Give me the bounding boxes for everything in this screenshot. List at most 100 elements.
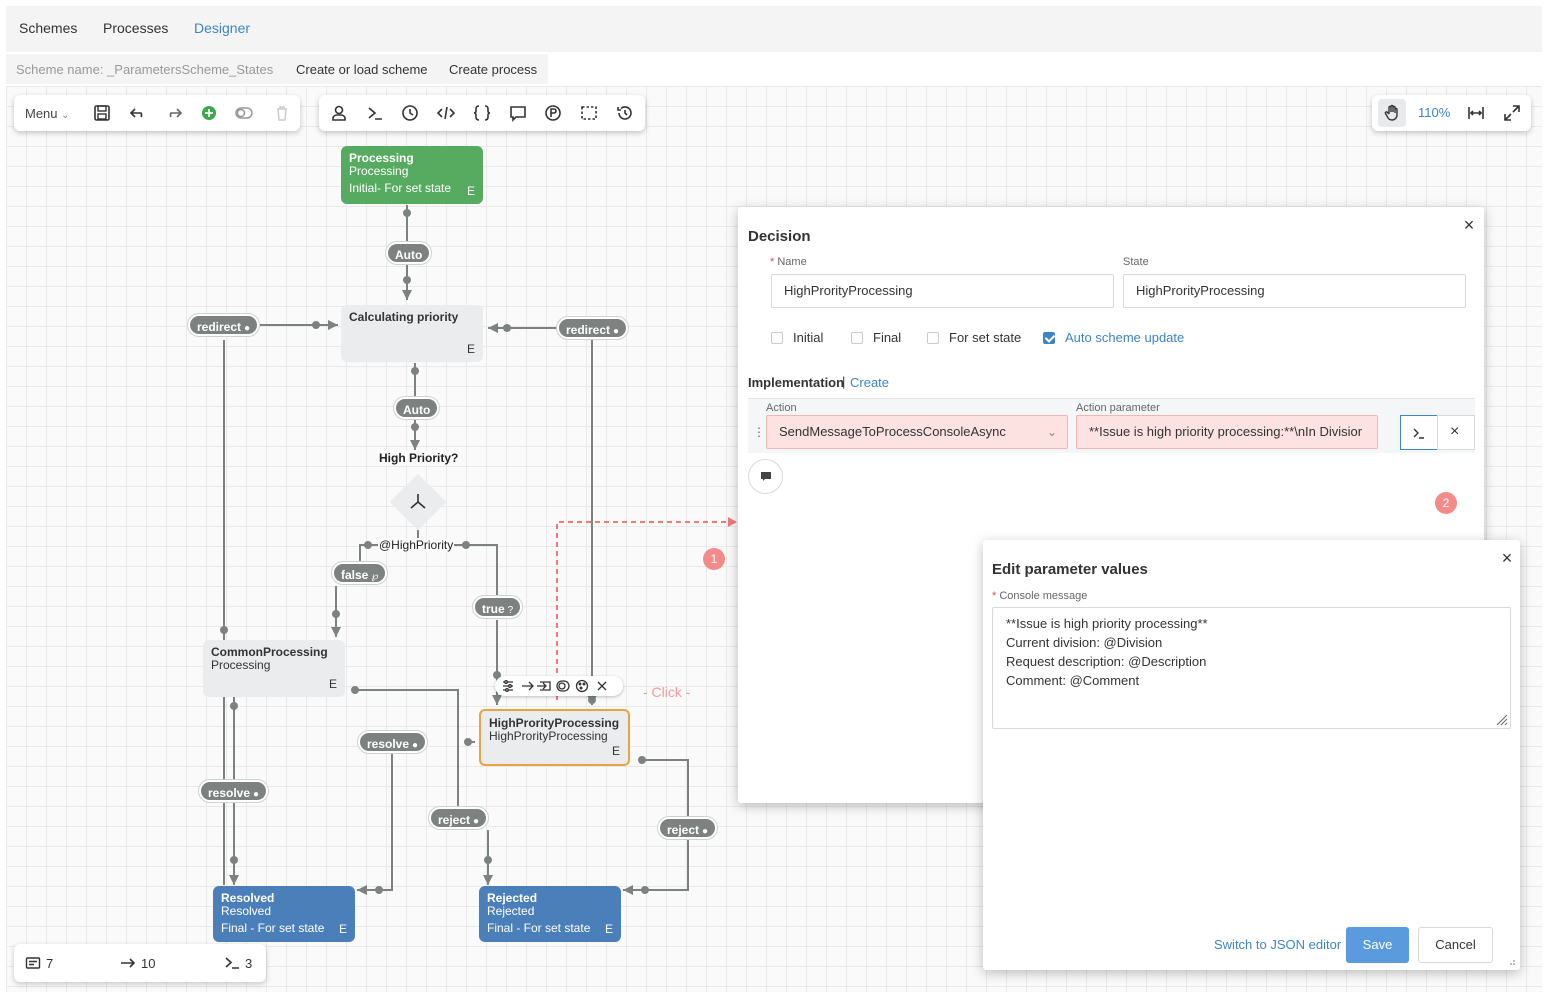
- menu-button[interactable]: Menu ⌄: [25, 106, 70, 121]
- activity-processing[interactable]: Processing Processing Initial- For set s…: [341, 146, 483, 204]
- transition-auto[interactable]: Auto: [394, 397, 440, 419]
- activity-rejected[interactable]: Rejected Rejected Final - For set state …: [479, 886, 621, 942]
- switch-json-editor-link[interactable]: Switch to JSON editor: [1214, 937, 1342, 952]
- transition-resolve[interactable]: resolve●: [199, 780, 269, 802]
- name-label: * Name: [770, 256, 807, 268]
- add-icon[interactable]: [199, 103, 219, 123]
- toggle-icon[interactable]: [555, 678, 571, 694]
- history-icon[interactable]: [615, 103, 635, 123]
- activity-icon: [25, 957, 41, 969]
- activity-title: Calculating priority: [349, 310, 459, 324]
- redo-icon[interactable]: [164, 103, 184, 123]
- transition-redirect[interactable]: redirect●: [557, 317, 629, 339]
- braces-icon[interactable]: [472, 103, 492, 123]
- activity-e-marker: E: [338, 922, 347, 936]
- initial-checkbox[interactable]: Initial: [771, 330, 823, 345]
- activity-resolved[interactable]: Resolved Resolved Final - For set state …: [213, 886, 355, 942]
- timer-icon[interactable]: [400, 103, 420, 123]
- code-icon[interactable]: [436, 103, 456, 123]
- edit-parameter-button[interactable]: [1400, 415, 1438, 450]
- tab-designer[interactable]: Designer: [194, 20, 251, 36]
- view-toolbar: 110%: [1372, 95, 1531, 131]
- create-process-link[interactable]: Create process: [449, 62, 538, 77]
- user-icon: ●: [253, 789, 260, 800]
- add-comment-button[interactable]: [748, 459, 783, 494]
- scheme-stats-bar: 7 10 3: [14, 944, 266, 982]
- close-icon[interactable]: [597, 678, 613, 694]
- close-icon: ×: [1450, 423, 1460, 440]
- activity-subtitle: Rejected: [487, 904, 535, 918]
- decision-icon: [410, 494, 426, 509]
- name-input[interactable]: HighProrityProcessing: [771, 274, 1114, 308]
- arrow-right-icon[interactable]: [520, 678, 536, 694]
- transition-reject[interactable]: reject●: [658, 817, 718, 839]
- user-icon: ●: [613, 326, 620, 337]
- textarea-line: Comment: @Comment: [1006, 673, 1140, 688]
- save-icon[interactable]: [92, 103, 112, 123]
- activity-title: CommonProcessing: [211, 645, 328, 659]
- transition-reject[interactable]: reject●: [429, 807, 489, 829]
- create-or-load-scheme-link[interactable]: Create or load scheme: [296, 62, 428, 77]
- transition-redirect[interactable]: redirect●: [188, 314, 260, 336]
- activity-flags: Initial- For set state: [349, 181, 452, 195]
- parameter-icon[interactable]: [543, 103, 563, 123]
- hand-icon[interactable]: [1382, 103, 1402, 123]
- actor-icon[interactable]: [329, 103, 349, 123]
- comment-icon[interactable]: [508, 103, 528, 123]
- divider: [748, 398, 1475, 399]
- scheme-name: Scheme name: _ParametersScheme_States: [16, 62, 274, 77]
- activity-subtitle: Processing: [349, 164, 409, 178]
- close-icon[interactable]: ×: [1501, 548, 1513, 568]
- activity-common-processing[interactable]: CommonProcessing Processing E: [203, 640, 345, 697]
- login-icon[interactable]: [537, 678, 553, 694]
- textarea-line: Request description: @Description: [1006, 654, 1207, 669]
- panel-resize-icon[interactable]: [1506, 956, 1516, 966]
- condition-label[interactable]: @HighPriority: [378, 538, 455, 552]
- action-parameter-input[interactable]: **Issue is high priority processing:**\n…: [1076, 415, 1378, 449]
- activity-calculating-priority[interactable]: Calculating priority E: [341, 305, 483, 362]
- activity-e-marker: E: [466, 342, 475, 356]
- action-select[interactable]: SendMessageToProcessConsoleAsync⌄: [766, 415, 1068, 449]
- textarea-line: **Issue is high priority processing**: [1006, 616, 1208, 631]
- command-icon[interactable]: [365, 103, 385, 123]
- activity-title: Resolved: [221, 891, 275, 905]
- transition-false[interactable]: false℘: [332, 562, 388, 584]
- remove-action-button[interactable]: ×: [1437, 415, 1475, 450]
- click-hint: - Click -: [643, 684, 691, 700]
- cancel-button[interactable]: Cancel: [1418, 927, 1493, 963]
- save-button[interactable]: Save: [1346, 927, 1409, 963]
- question-icon: ?: [507, 605, 514, 616]
- delete-icon[interactable]: [272, 103, 292, 123]
- toggle-icon[interactable]: [234, 103, 254, 123]
- transition-resolve[interactable]: resolve●: [358, 731, 428, 753]
- top-nav: Schemes Processes Designer: [6, 6, 1542, 52]
- fit-width-icon[interactable]: [1466, 103, 1486, 123]
- activity-e-marker: E: [328, 677, 337, 691]
- transition-true[interactable]: true?: [473, 596, 523, 618]
- state-input[interactable]: HighProrityProcessing: [1123, 274, 1466, 308]
- zoom-level[interactable]: 110%: [1418, 105, 1451, 120]
- tab-processes[interactable]: Processes: [103, 20, 169, 36]
- auto-scheme-update-checkbox[interactable]: Auto scheme update: [1043, 330, 1184, 345]
- activities-count: 7: [25, 955, 53, 971]
- activity-high-priority-processing[interactable]: HighProrityProcessing HighProrityProcess…: [479, 709, 630, 766]
- fullscreen-icon[interactable]: [1502, 103, 1522, 123]
- undo-icon[interactable]: [128, 103, 148, 123]
- final-checkbox[interactable]: Final: [851, 330, 901, 345]
- for-set-state-checkbox[interactable]: For set state: [927, 330, 1021, 345]
- resize-handle-icon[interactable]: [1496, 714, 1508, 726]
- settings-icon[interactable]: [500, 678, 516, 694]
- commands-count: 3: [224, 955, 252, 971]
- decision-panel: Decision × * Name HighProrityProcessing …: [738, 207, 1484, 803]
- user-icon: ●: [473, 816, 480, 827]
- palette-icon[interactable]: [575, 678, 591, 694]
- console-message-textarea[interactable]: **Issue is high priority processing** Cu…: [992, 607, 1511, 729]
- implementation-label: Implementation: [748, 375, 845, 390]
- close-icon[interactable]: ×: [1463, 215, 1475, 235]
- edit-parameter-panel: Edit parameter values × * Console messag…: [983, 540, 1520, 970]
- step-badge-1: 1: [703, 548, 725, 570]
- select-area-icon[interactable]: [579, 103, 599, 123]
- transition-auto[interactable]: Auto: [386, 242, 432, 264]
- tab-schemes[interactable]: Schemes: [19, 20, 78, 36]
- create-link[interactable]: Create: [850, 375, 890, 390]
